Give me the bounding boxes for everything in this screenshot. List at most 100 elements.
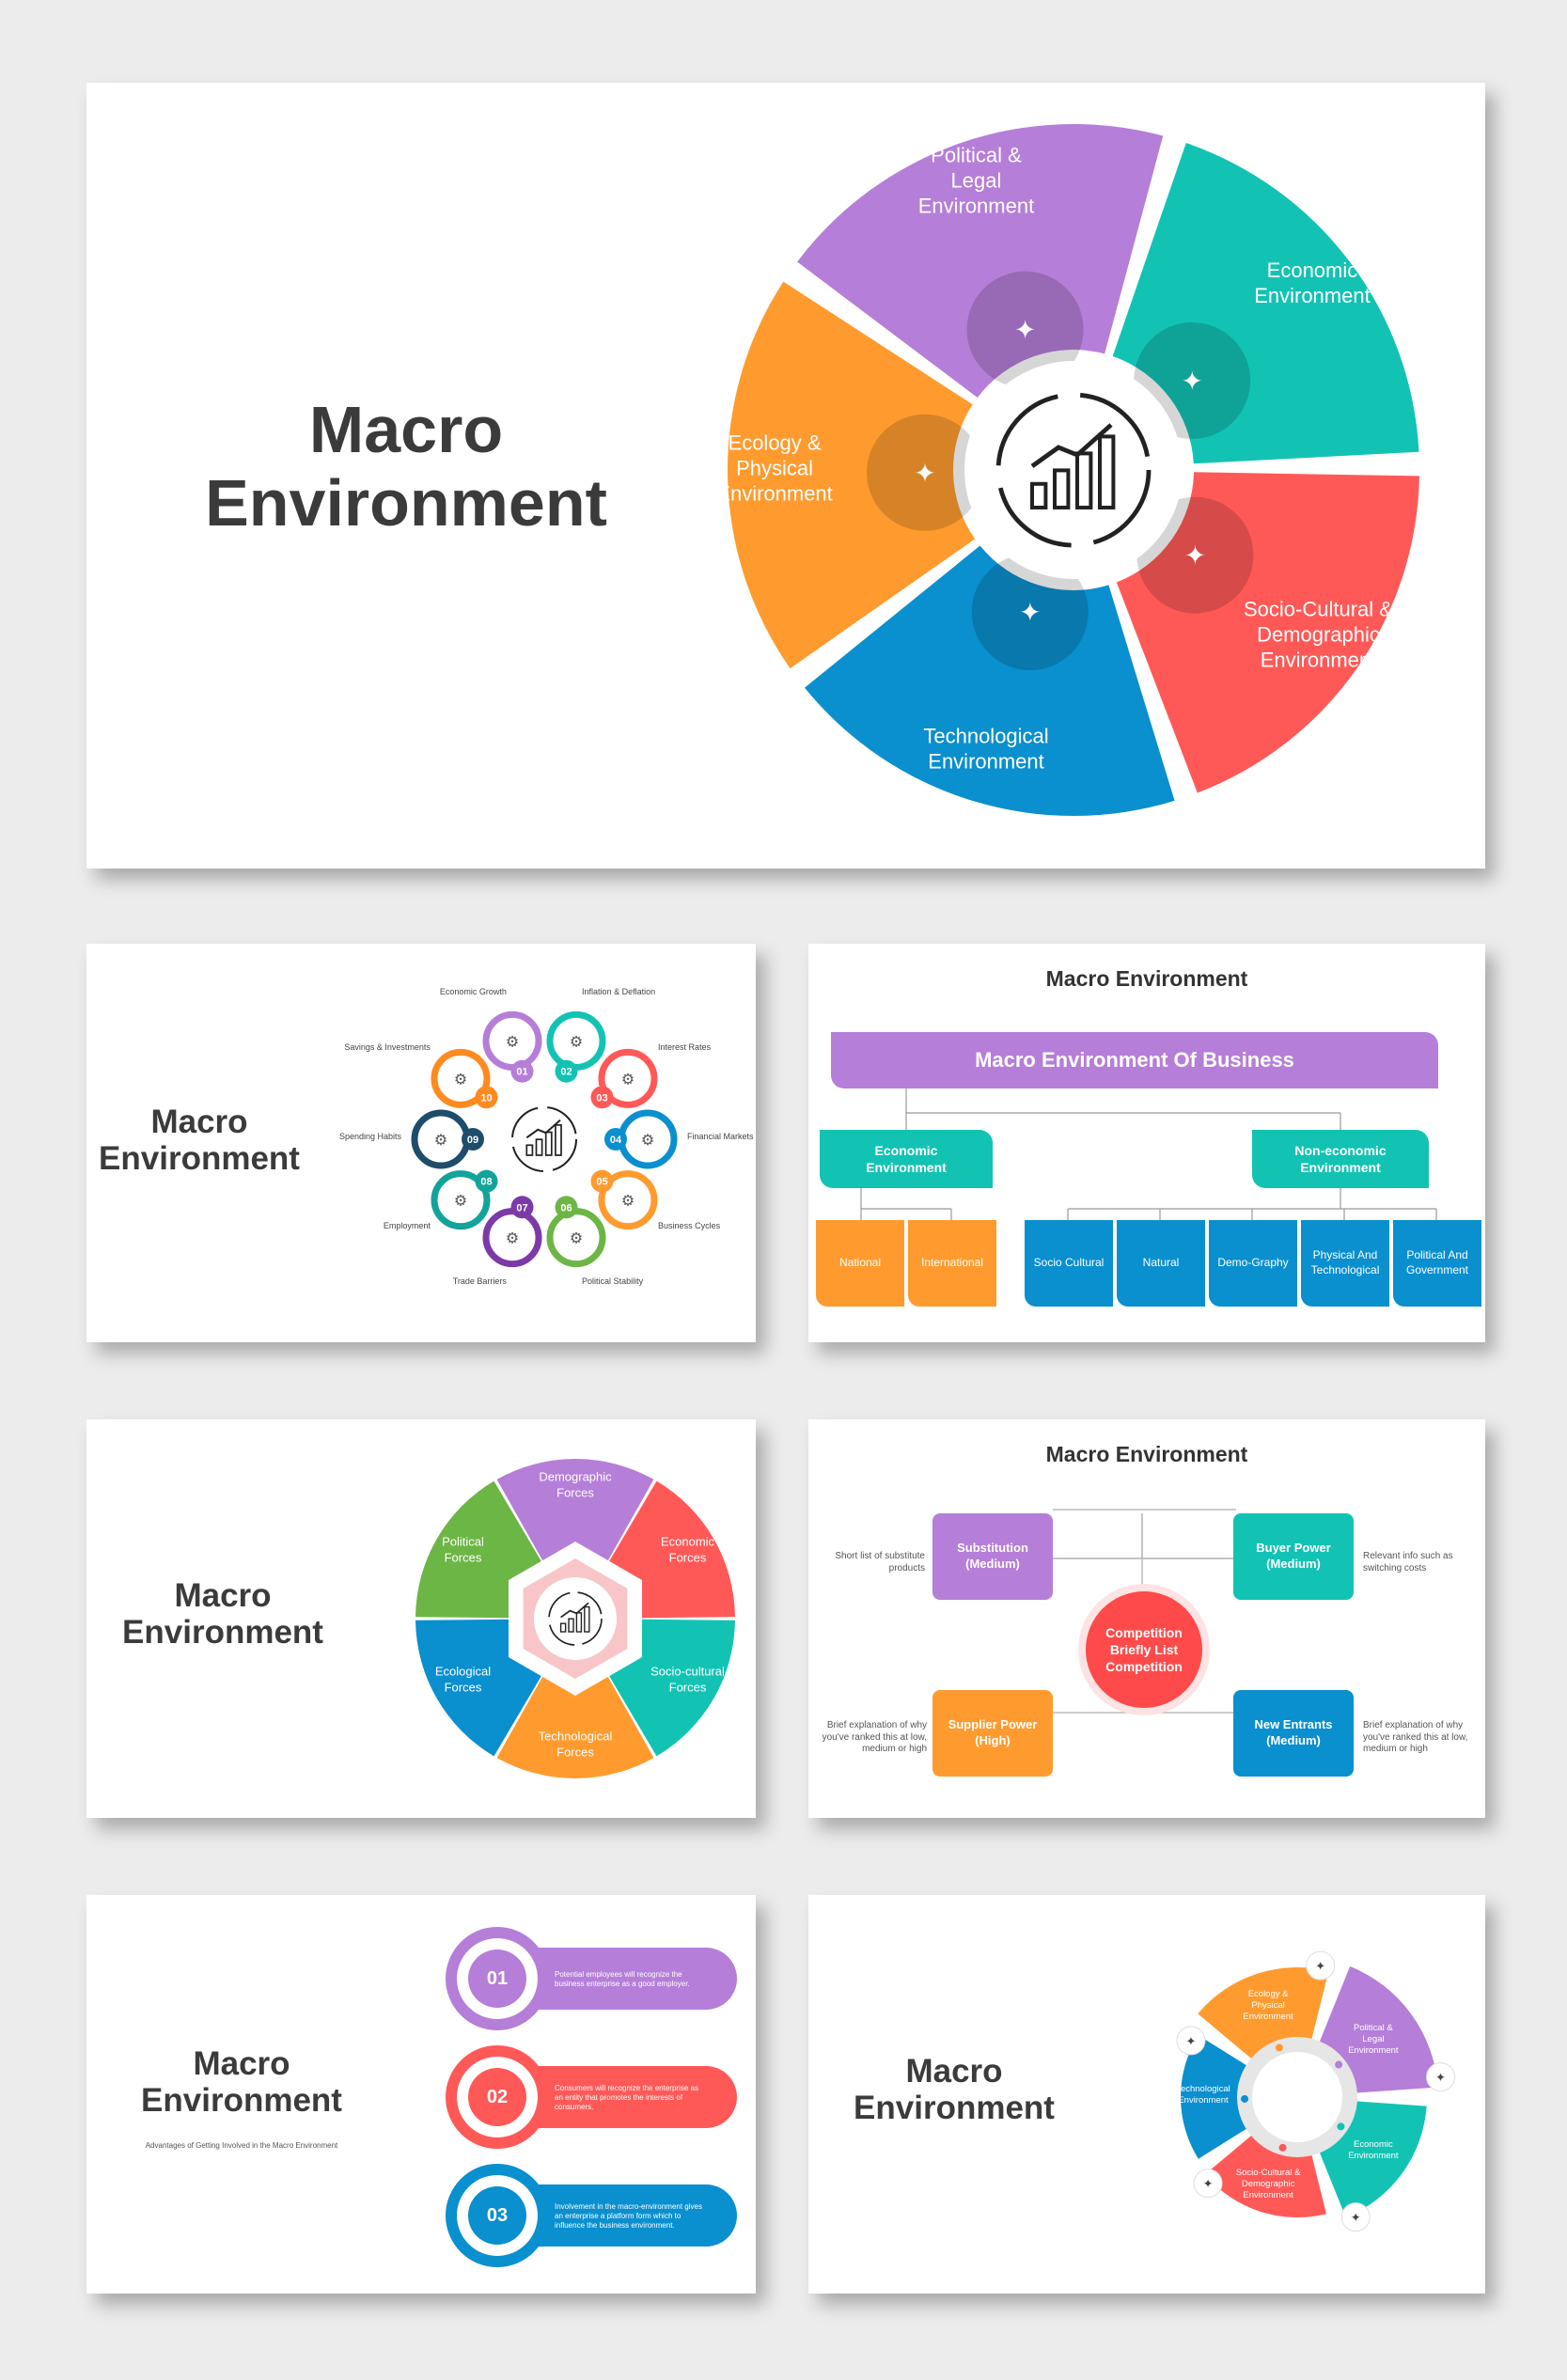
center-dot-5 [1241,2094,1249,2103]
lightbulb-icon: ✦ [1019,598,1041,627]
item-06-number: 06 [560,1202,572,1213]
item-03-ring [598,1048,658,1108]
center-growth-icon [510,1105,578,1173]
item-02-icon: ⚙ [570,1034,583,1050]
entrants-note: Brief explanation of why you've ranked t… [1363,1720,1468,1754]
item-10-number: 10 [480,1092,492,1104]
item-01-number: 01 [516,1067,527,1078]
slide-6-title: Macro Environment [141,2045,342,2120]
pinwheel-icon-1 [1306,1950,1336,1981]
pinwheel-segment-1 [1198,1967,1329,2060]
center-circle [1252,2052,1342,2142]
item-07-icon: ⚙ [506,1231,519,1247]
slide-6[interactable]: Macro Environment Advantages of Getting … [86,1895,756,2294]
item-07-badge [510,1196,534,1219]
segment-1-inner [966,271,1084,388]
competition-connectors [1053,1509,1236,1715]
item-04-badge [604,1128,627,1151]
item-02-badge [555,1059,578,1083]
item-06-badge [555,1196,578,1219]
pinwheel-icon-2 [1426,2062,1456,2092]
force-segment-4 [496,1675,654,1778]
segment-5 [728,281,976,669]
advantage-ring-03: 03 [446,2164,549,2267]
item-08-label: Employment [384,1221,431,1230]
economic-child-2: International [908,1220,996,1307]
non-economic-child-1: Socio Cultural [1025,1220,1113,1307]
money-plant-icon: ✦ [1181,367,1202,396]
advantage-text-03: Involvement in the macro-environment giv… [555,2202,702,2230]
segment-4-inner [971,554,1089,671]
non-economic-child-2: Natural [1117,1220,1205,1307]
item-05-number: 05 [596,1177,607,1188]
item-04-label: Financial Markets [687,1132,754,1141]
item-04-icon: ⚙ [641,1133,654,1149]
item-05-badge [590,1169,614,1193]
center-growth-icon [548,1591,603,1646]
new-entrants-box: New Entrants (Medium) [1233,1690,1354,1777]
advantage-number-02: 02 [468,2068,526,2126]
item-08-ring [431,1170,491,1230]
item-01-badge [510,1059,534,1083]
slide-4-title: Macro Environment [122,1577,323,1652]
center-dot-1 [1275,2043,1283,2052]
hexagon-inner [534,1577,617,1660]
pinwheel-icon-glyph-4: ✦ [1203,2177,1214,2191]
non-economic-child-3: Demo-Graphy [1209,1220,1297,1307]
contract-icon: ✦ [1014,316,1036,345]
item-09-badge [462,1128,484,1151]
item-09-number: 09 [467,1135,478,1146]
item-07-number: 07 [516,1202,527,1213]
slide-6-subtitle: Advantages of Getting Involved in the Ma… [145,2141,338,2150]
pinwheel-segment-4 [1204,2134,1326,2217]
item-01-label: Economic Growth [440,987,507,996]
segment-3 [1116,472,1419,793]
supplier-power-box: Supplier Power (High) [932,1690,1053,1777]
slide-5[interactable]: Macro Environment Competition Briefly Li… [808,1419,1485,1818]
item-05-ring [598,1170,658,1230]
item-07-label: Trade Barriers [453,1276,508,1286]
slide-1-title: Macro Environment [205,393,607,540]
item-10-icon: ⚙ [454,1072,467,1088]
advantage-ring-02: 02 [446,2045,549,2149]
slide-7-title: Macro Environment [854,2053,1055,2127]
pinwheel-segment-5 [1181,2035,1248,2159]
pinwheel-icon-5 [1176,2026,1206,2056]
item-05-icon: ⚙ [621,1194,635,1210]
advantage-number-03: 03 [468,2186,526,2245]
non-economic-child-4: Physical And Technological [1301,1220,1389,1307]
item-08-number: 08 [480,1177,492,1188]
segment-2 [1112,143,1419,464]
item-05-label: Business Cycles [658,1221,721,1230]
pinwheel-icon-glyph-1: ✦ [1315,1959,1325,1973]
handshake-icon: ✦ [1184,541,1206,571]
item-02-label: Inflation & Deflation [582,987,655,996]
root-box: Macro Environment Of Business [831,1032,1438,1088]
pinwheel-segment-2 [1319,1965,1438,2093]
slide-3[interactable]: Macro Environment Macro Environment Of B… [808,944,1485,1342]
item-03-label: Interest Rates [658,1042,712,1052]
competition-center: Competition Briefly List Competition [1105,1624,1183,1675]
pinwheel-icon-glyph-2: ✦ [1435,2071,1446,2085]
